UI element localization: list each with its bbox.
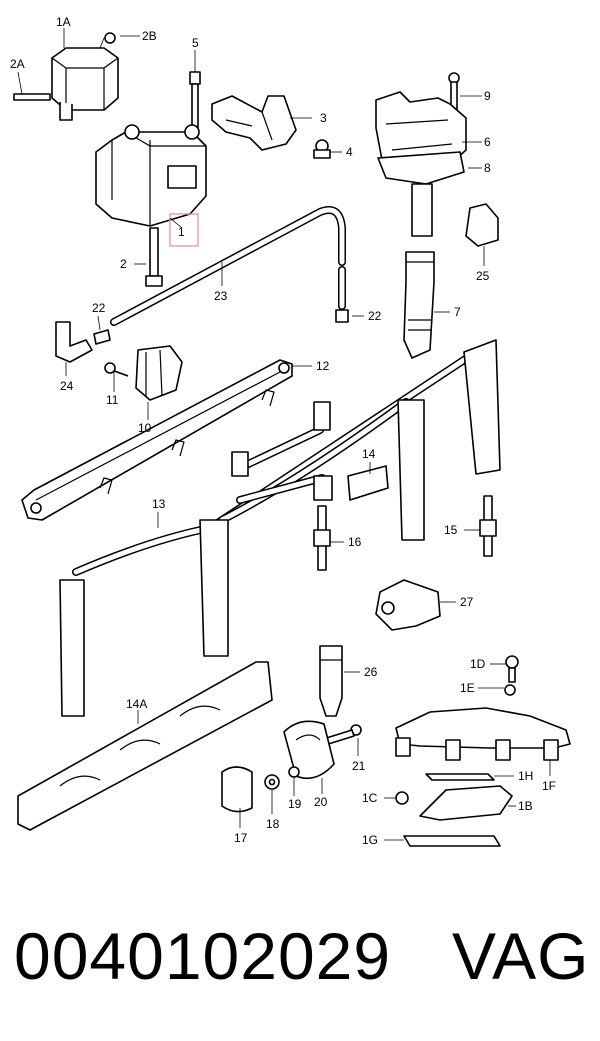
label-8: 8	[484, 161, 491, 175]
brand-name: VAG	[452, 919, 590, 993]
connector-22-24	[55, 321, 111, 363]
ignition-harness-13	[59, 339, 501, 717]
label-16: 16	[348, 535, 362, 549]
gasket-14a	[17, 661, 273, 831]
plate-1g	[403, 835, 501, 847]
label-3: 3	[320, 111, 327, 125]
module-10	[104, 345, 183, 401]
washer-18	[264, 774, 280, 790]
label-1: 1	[178, 225, 185, 239]
nut-1c	[395, 791, 409, 805]
label-22-left: 22	[92, 301, 106, 315]
label-14: 14	[362, 447, 376, 461]
coil-pack-1f	[395, 707, 571, 761]
plug-lead-7	[403, 251, 435, 359]
label-1f: 1F	[542, 779, 556, 793]
label-1a: 1A	[56, 15, 71, 29]
label-19: 19	[288, 797, 302, 811]
bolt-2	[145, 227, 163, 287]
part-number: 0040102029	[14, 919, 392, 993]
label-1c: 1C	[362, 791, 378, 805]
label-1h: 1H	[518, 769, 533, 783]
exploded-parts-diagram: 1A 2B 2A 5 3 4 9 6 8 1 2 23 25 22 22 7 2…	[10, 15, 571, 847]
clip-17	[221, 766, 253, 813]
label-2a: 2A	[10, 57, 25, 71]
label-2: 2	[120, 257, 127, 271]
label-15: 15	[444, 523, 458, 537]
clip-25	[465, 203, 499, 247]
label-23: 23	[214, 289, 228, 303]
callout-labels: 1A 2B 2A 5 3 4 9 6 8 1 2 23 25 22 22 7 2…	[10, 15, 556, 847]
sensor-27	[375, 579, 441, 631]
label-4: 4	[346, 145, 353, 159]
bolt-21	[319, 724, 362, 747]
label-1g: 1G	[362, 833, 378, 847]
ignition-coil-1a	[13, 32, 119, 121]
rail-12	[21, 359, 293, 521]
label-6: 6	[484, 135, 491, 149]
leader-lines	[17, 28, 551, 841]
label-22-right: 22	[368, 309, 382, 323]
label-5: 5	[192, 36, 199, 50]
label-21: 21	[352, 759, 366, 773]
bracket-1b	[419, 785, 513, 821]
label-2b: 2B	[142, 29, 157, 43]
label-12: 12	[316, 359, 330, 373]
screw-19	[288, 766, 300, 778]
label-1e: 1E	[460, 681, 475, 695]
label-11: 11	[106, 393, 119, 407]
clamp-20	[283, 720, 335, 780]
bolt-4	[313, 139, 331, 159]
spark-plug-15	[479, 495, 497, 557]
hose-23	[110, 206, 349, 326]
label-25: 25	[476, 269, 490, 283]
solenoid-26	[319, 645, 343, 717]
ignition-module-6	[375, 72, 467, 237]
label-1b: 1B	[518, 799, 533, 813]
label-9: 9	[484, 89, 491, 103]
washer-1e	[504, 684, 516, 696]
label-14a: 14A	[126, 697, 147, 711]
label-17: 17	[234, 831, 248, 845]
spark-plug-16	[313, 505, 331, 571]
bracket-3	[211, 95, 297, 151]
label-1d: 1D	[470, 657, 486, 671]
bolt-5	[189, 71, 201, 133]
label-18: 18	[266, 817, 280, 831]
label-7: 7	[454, 305, 461, 319]
label-13: 13	[152, 497, 166, 511]
plate-1h	[425, 773, 495, 781]
label-27: 27	[460, 595, 474, 609]
label-24: 24	[60, 379, 74, 393]
label-20: 20	[314, 795, 328, 809]
label-10: 10	[138, 421, 152, 435]
bolt-1d	[505, 655, 519, 683]
label-26: 26	[364, 665, 378, 679]
connector-14	[347, 465, 389, 501]
ignition-coil-1	[95, 124, 207, 247]
